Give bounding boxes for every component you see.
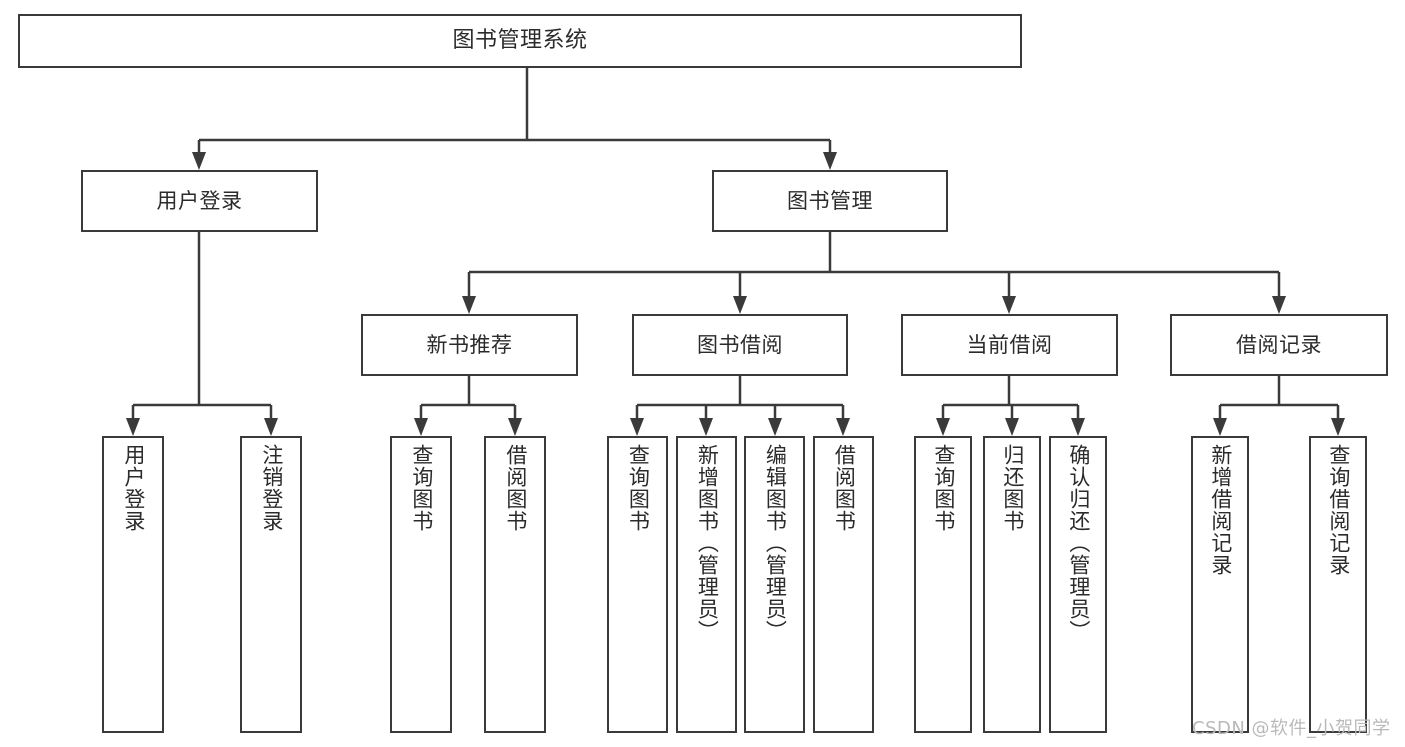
- arrow-head-group-2-2: [768, 418, 782, 436]
- node-root[interactable]: 图书管理系统: [18, 14, 1022, 68]
- arrow-head-group-2-3: [836, 418, 850, 436]
- node-level2-0[interactable]: 用户登录: [81, 170, 318, 232]
- node-level2-1-label: 图书管理: [787, 188, 873, 213]
- arrow-head-group-0-1: [264, 418, 278, 436]
- node-leaf-12-label: 查询借阅记录: [1326, 444, 1351, 576]
- node-leaf-1-label: 注销登录: [259, 444, 284, 532]
- arrow-head-group-1-1: [508, 418, 522, 436]
- arrow-head-root-0: [192, 152, 206, 170]
- arrow-head-group-2-0: [630, 418, 644, 436]
- arrow-head-group-0-0: [126, 418, 140, 436]
- node-leaf-12[interactable]: 查询借阅记录: [1309, 436, 1367, 733]
- node-leaf-11[interactable]: 新增借阅记录: [1191, 436, 1249, 733]
- arrow-head-group-3-1: [1005, 418, 1019, 436]
- arrow-head-group-3-0: [936, 418, 950, 436]
- node-level2-1[interactable]: 图书管理: [712, 170, 948, 232]
- node-leaf-5-label: 新增图书（管理员）: [695, 444, 720, 642]
- arrow-head-books-3: [1272, 296, 1286, 314]
- node-leaf-11-label: 新增借阅记录: [1208, 444, 1233, 576]
- node-leaf-0-label: 用户登录: [121, 444, 146, 532]
- node-leaf-7-label: 借阅图书: [832, 444, 857, 532]
- node-leaf-7[interactable]: 借阅图书: [813, 436, 874, 733]
- node-level3-2[interactable]: 当前借阅: [901, 314, 1118, 376]
- node-level3-3[interactable]: 借阅记录: [1170, 314, 1388, 376]
- node-leaf-10-label: 确认归还（管理员）: [1066, 444, 1091, 642]
- node-level2-0-label: 用户登录: [156, 188, 243, 213]
- arrow-head-books-1: [733, 296, 747, 314]
- node-root-label: 图书管理系统: [452, 27, 588, 53]
- node-leaf-6[interactable]: 编辑图书（管理员）: [744, 436, 805, 733]
- arrow-head-books-0: [462, 296, 476, 314]
- node-leaf-0[interactable]: 用户登录: [102, 436, 164, 733]
- node-leaf-3[interactable]: 借阅图书: [484, 436, 546, 733]
- node-level3-1[interactable]: 图书借阅: [632, 314, 848, 376]
- node-leaf-3-label: 借阅图书: [503, 444, 528, 532]
- arrow-head-group-1-0: [414, 418, 428, 436]
- arrow-head-group-4-0: [1213, 418, 1227, 436]
- node-leaf-4-label: 查询图书: [626, 444, 651, 532]
- node-leaf-10[interactable]: 确认归还（管理员）: [1049, 436, 1107, 733]
- node-leaf-9-label: 归还图书: [1000, 444, 1025, 532]
- arrow-head-group-4-1: [1331, 418, 1345, 436]
- node-level3-0-label: 新书推荐: [426, 332, 513, 357]
- node-level3-2-label: 当前借阅: [966, 332, 1053, 357]
- node-leaf-8[interactable]: 查询图书: [914, 436, 972, 733]
- node-level3-3-label: 借阅记录: [1236, 332, 1322, 357]
- node-leaf-4[interactable]: 查询图书: [607, 436, 668, 733]
- node-leaf-6-label: 编辑图书（管理员）: [763, 444, 788, 642]
- arrow-head-group-2-1: [699, 418, 713, 436]
- node-leaf-2-label: 查询图书: [409, 444, 434, 532]
- node-leaf-9[interactable]: 归还图书: [983, 436, 1041, 733]
- node-level3-0[interactable]: 新书推荐: [361, 314, 578, 376]
- node-leaf-8-label: 查询图书: [931, 444, 956, 532]
- node-level3-1-label: 图书借阅: [697, 332, 783, 357]
- arrow-head-group-3-2: [1071, 418, 1085, 436]
- node-leaf-1[interactable]: 注销登录: [240, 436, 302, 733]
- arrow-head-books-2: [1002, 296, 1016, 314]
- arrow-head-root-1: [823, 152, 837, 170]
- node-leaf-2[interactable]: 查询图书: [390, 436, 452, 733]
- node-leaf-5[interactable]: 新增图书（管理员）: [676, 436, 737, 733]
